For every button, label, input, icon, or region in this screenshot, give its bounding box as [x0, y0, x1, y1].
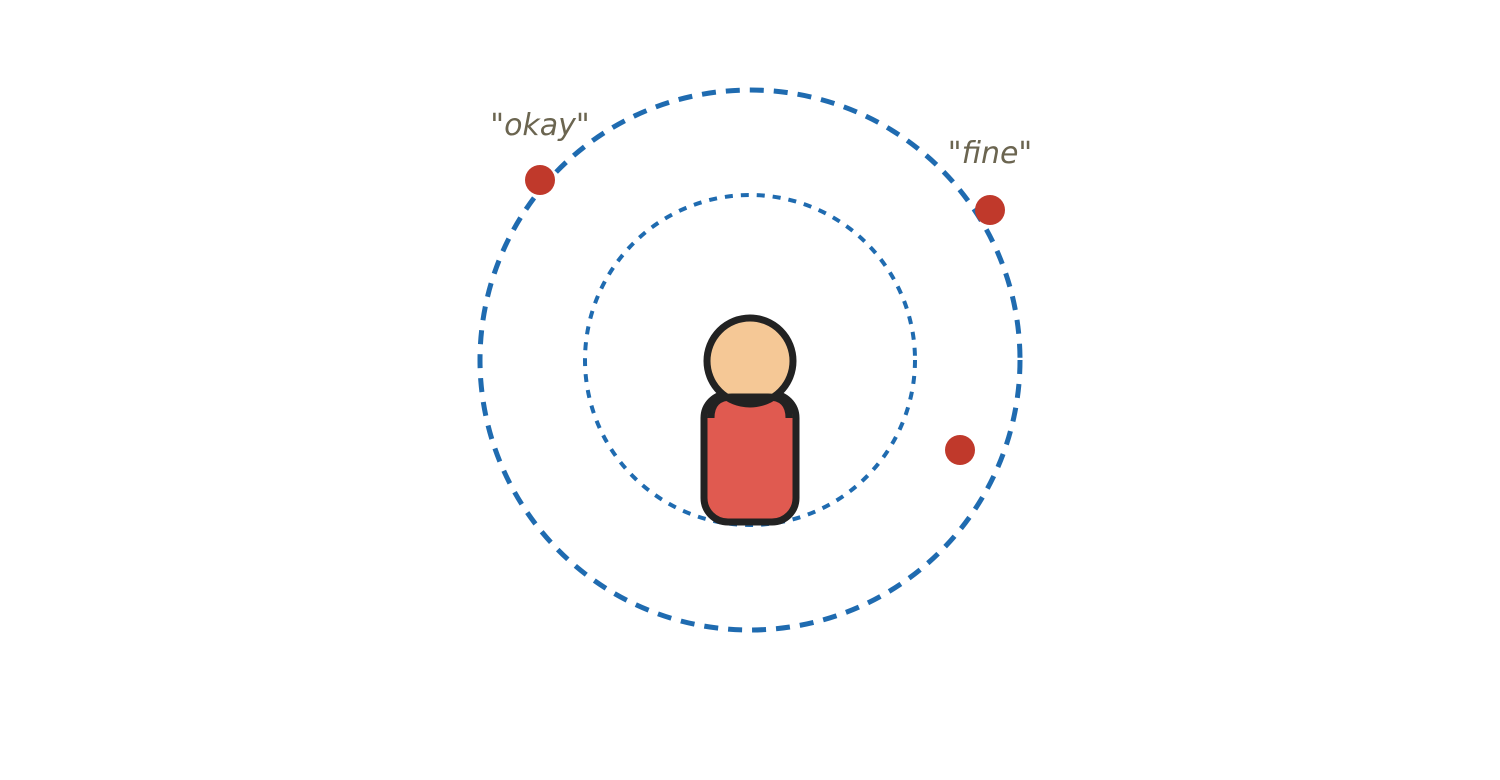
person-head: [703, 314, 797, 408]
orbit-dot-fine: [975, 195, 1005, 225]
orbit-dot-okay: [525, 165, 555, 195]
outer-orbit: [477, 87, 1023, 633]
label-fine: "fine": [948, 136, 1032, 171]
person-shoulder-line: [707, 393, 793, 419]
label-okay: "okay": [490, 108, 589, 143]
person-icon: [700, 314, 800, 526]
person-body: [700, 390, 800, 526]
orbit-dot-unlabeled: [945, 435, 975, 465]
